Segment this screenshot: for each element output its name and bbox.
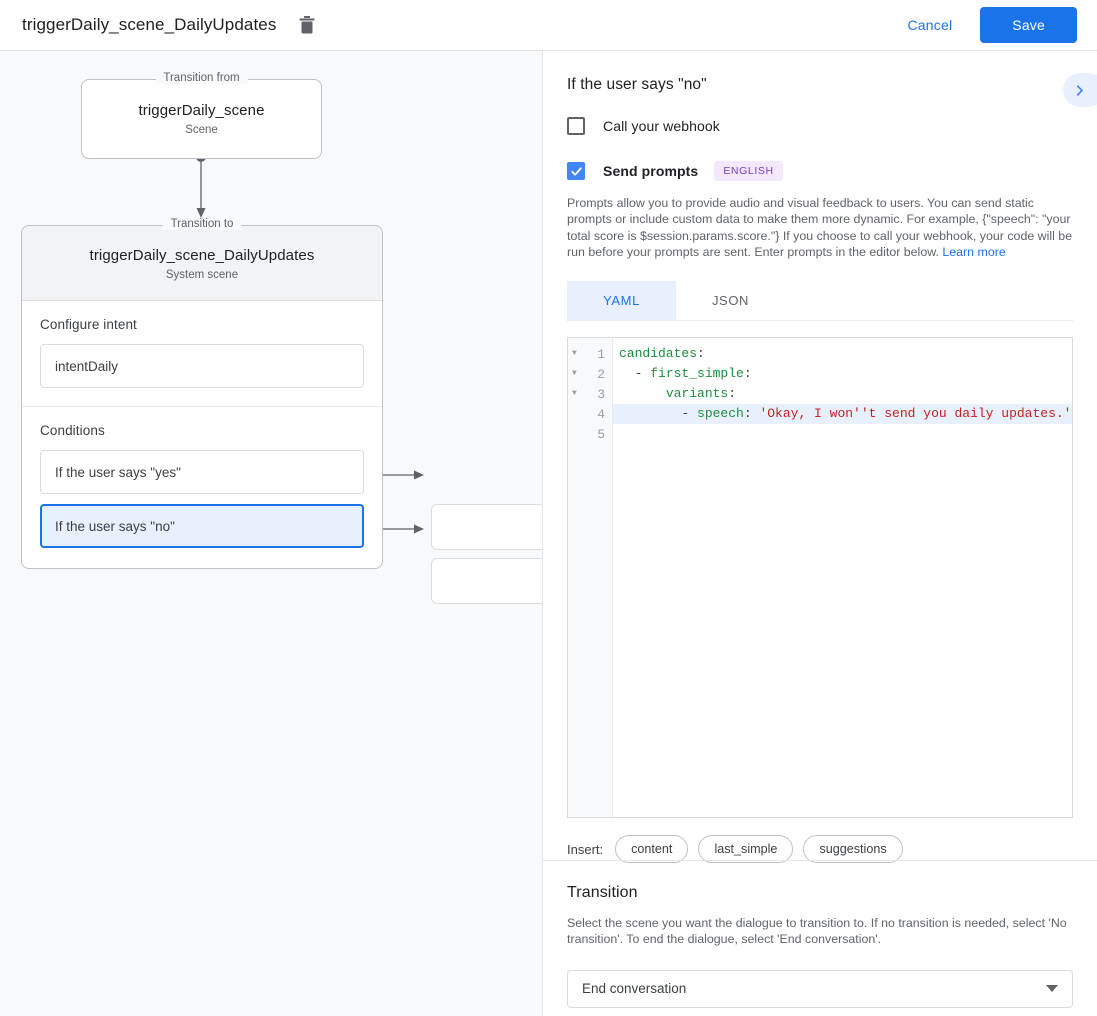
panel-divider xyxy=(542,51,543,1016)
insert-label: Insert: xyxy=(567,841,604,857)
webhook-row: Call your webhook xyxy=(567,117,1073,135)
expand-panel-button[interactable] xyxy=(1063,73,1097,107)
editor-code-line: variants: xyxy=(665,386,737,402)
trash-icon xyxy=(299,16,315,34)
save-button[interactable]: Save xyxy=(980,7,1077,43)
transition-from-node[interactable]: Transition from triggerDaily_scene Scene xyxy=(81,72,322,159)
send-prompts-label: Send prompts xyxy=(603,163,699,179)
detail-title: If the user says "no" xyxy=(567,76,707,93)
configure-intent-label: Configure intent xyxy=(40,317,137,332)
transition-from-subtitle: Scene xyxy=(185,124,218,136)
editor-code-line: - speech: 'Okay, I won''t send you daily… xyxy=(613,404,1072,425)
webhook-checkbox[interactable] xyxy=(567,117,585,135)
editor-line-number: ▼2 xyxy=(572,366,605,382)
detail-header: If the user says "no" xyxy=(567,73,1073,94)
format-tabs: YAML JSON xyxy=(567,281,1073,322)
configure-intent-section: Configure intent intentDaily xyxy=(22,301,382,407)
detail-panel: If the user says "no" Call your webhook xyxy=(543,51,1097,1016)
editor-line-number: ▼1 xyxy=(572,346,605,362)
chevron-down-icon xyxy=(1046,981,1058,996)
tab-json[interactable]: JSON xyxy=(711,293,750,309)
prompts-description-text: Prompts allow you to provide audio and v… xyxy=(567,196,1073,259)
transition-to-legend: Transition to xyxy=(162,218,242,230)
learn-more-link[interactable]: Learn more xyxy=(942,244,1006,259)
editor-code-area[interactable]: candidates: - first_simple: variants: - … xyxy=(613,338,1072,817)
topbar-actions: Cancel Save xyxy=(894,7,1097,43)
graph-panel: Transition from triggerDaily_scene Scene… xyxy=(0,51,542,1016)
conditions-section: Conditions If the user says "yes" If the… xyxy=(22,407,382,566)
insert-chip-content[interactable]: content xyxy=(615,835,689,864)
page-title: triggerDaily_scene_DailyUpdates xyxy=(22,15,277,34)
target-node-no[interactable] xyxy=(431,558,542,604)
conditions-label: Conditions xyxy=(40,423,105,438)
editor-code-line: - first_simple: xyxy=(619,366,752,382)
top-bar: triggerDaily_scene_DailyUpdates Cancel S… xyxy=(0,0,1097,51)
prompt-editor[interactable]: ▼1 ▼2 ▼3 4 5 candidates: - first_simple: var… xyxy=(567,337,1073,819)
detail-content: If the user says "no" Call your webhook xyxy=(543,51,1097,864)
insert-chip-suggestions[interactable]: suggestions xyxy=(803,835,903,864)
fold-toggle-icon[interactable]: ▼ xyxy=(572,349,577,359)
editor-code-line xyxy=(613,424,1072,444)
transition-to-subtitle: System scene xyxy=(165,269,239,281)
fold-toggle-icon[interactable]: ▼ xyxy=(572,389,577,399)
tab-yaml[interactable]: YAML xyxy=(567,281,676,321)
transition-to-title: triggerDaily_scene_DailyUpdates xyxy=(89,247,315,264)
transition-description: Select the scene you want the dialogue t… xyxy=(567,916,1067,947)
delete-button[interactable] xyxy=(294,12,320,38)
check-icon xyxy=(570,166,582,176)
chevron-right-icon xyxy=(1076,84,1083,96)
transition-select-value: End conversation xyxy=(582,981,687,997)
section-divider xyxy=(543,860,1097,861)
send-prompts-checkbox[interactable] xyxy=(567,162,585,180)
editor-line-number: ▼3 xyxy=(572,386,605,402)
transition-from-title: triggerDaily_scene xyxy=(138,102,265,119)
transition-title: Transition xyxy=(567,884,638,901)
transition-to-node: Transition to triggerDaily_scene_DailyUp… xyxy=(21,218,383,569)
webhook-label: Call your webhook xyxy=(603,118,720,134)
condition-item-no[interactable]: If the user says "no" xyxy=(40,504,364,548)
editor-code-line: candidates: xyxy=(619,346,705,362)
send-prompts-row: Send prompts ENGLISH xyxy=(567,161,1073,181)
intent-field[interactable]: intentDaily xyxy=(40,344,364,388)
cancel-button[interactable]: Cancel xyxy=(894,9,967,41)
prompts-description: Prompts allow you to provide audio and v… xyxy=(567,195,1073,260)
transition-section: Transition Select the scene you want the… xyxy=(567,884,1073,1008)
transition-to-header: triggerDaily_scene_DailyUpdates System s… xyxy=(22,226,382,301)
condition-item-yes[interactable]: If the user says "yes" xyxy=(40,450,364,494)
insert-row: Insert: content last_simple suggestions xyxy=(567,835,1073,864)
insert-chip-last-simple[interactable]: last_simple xyxy=(698,835,794,864)
transition-select[interactable]: End conversation xyxy=(567,969,1073,1008)
transition-from-legend: Transition from xyxy=(155,72,248,84)
language-badge: ENGLISH xyxy=(714,161,783,181)
editor-line-number: 4 xyxy=(597,406,605,422)
fold-toggle-icon[interactable]: ▼ xyxy=(572,369,577,379)
editor-line-number: 5 xyxy=(597,426,605,442)
target-node-yes[interactable] xyxy=(431,504,542,550)
editor-gutter: ▼1 ▼2 ▼3 4 5 xyxy=(568,338,613,818)
